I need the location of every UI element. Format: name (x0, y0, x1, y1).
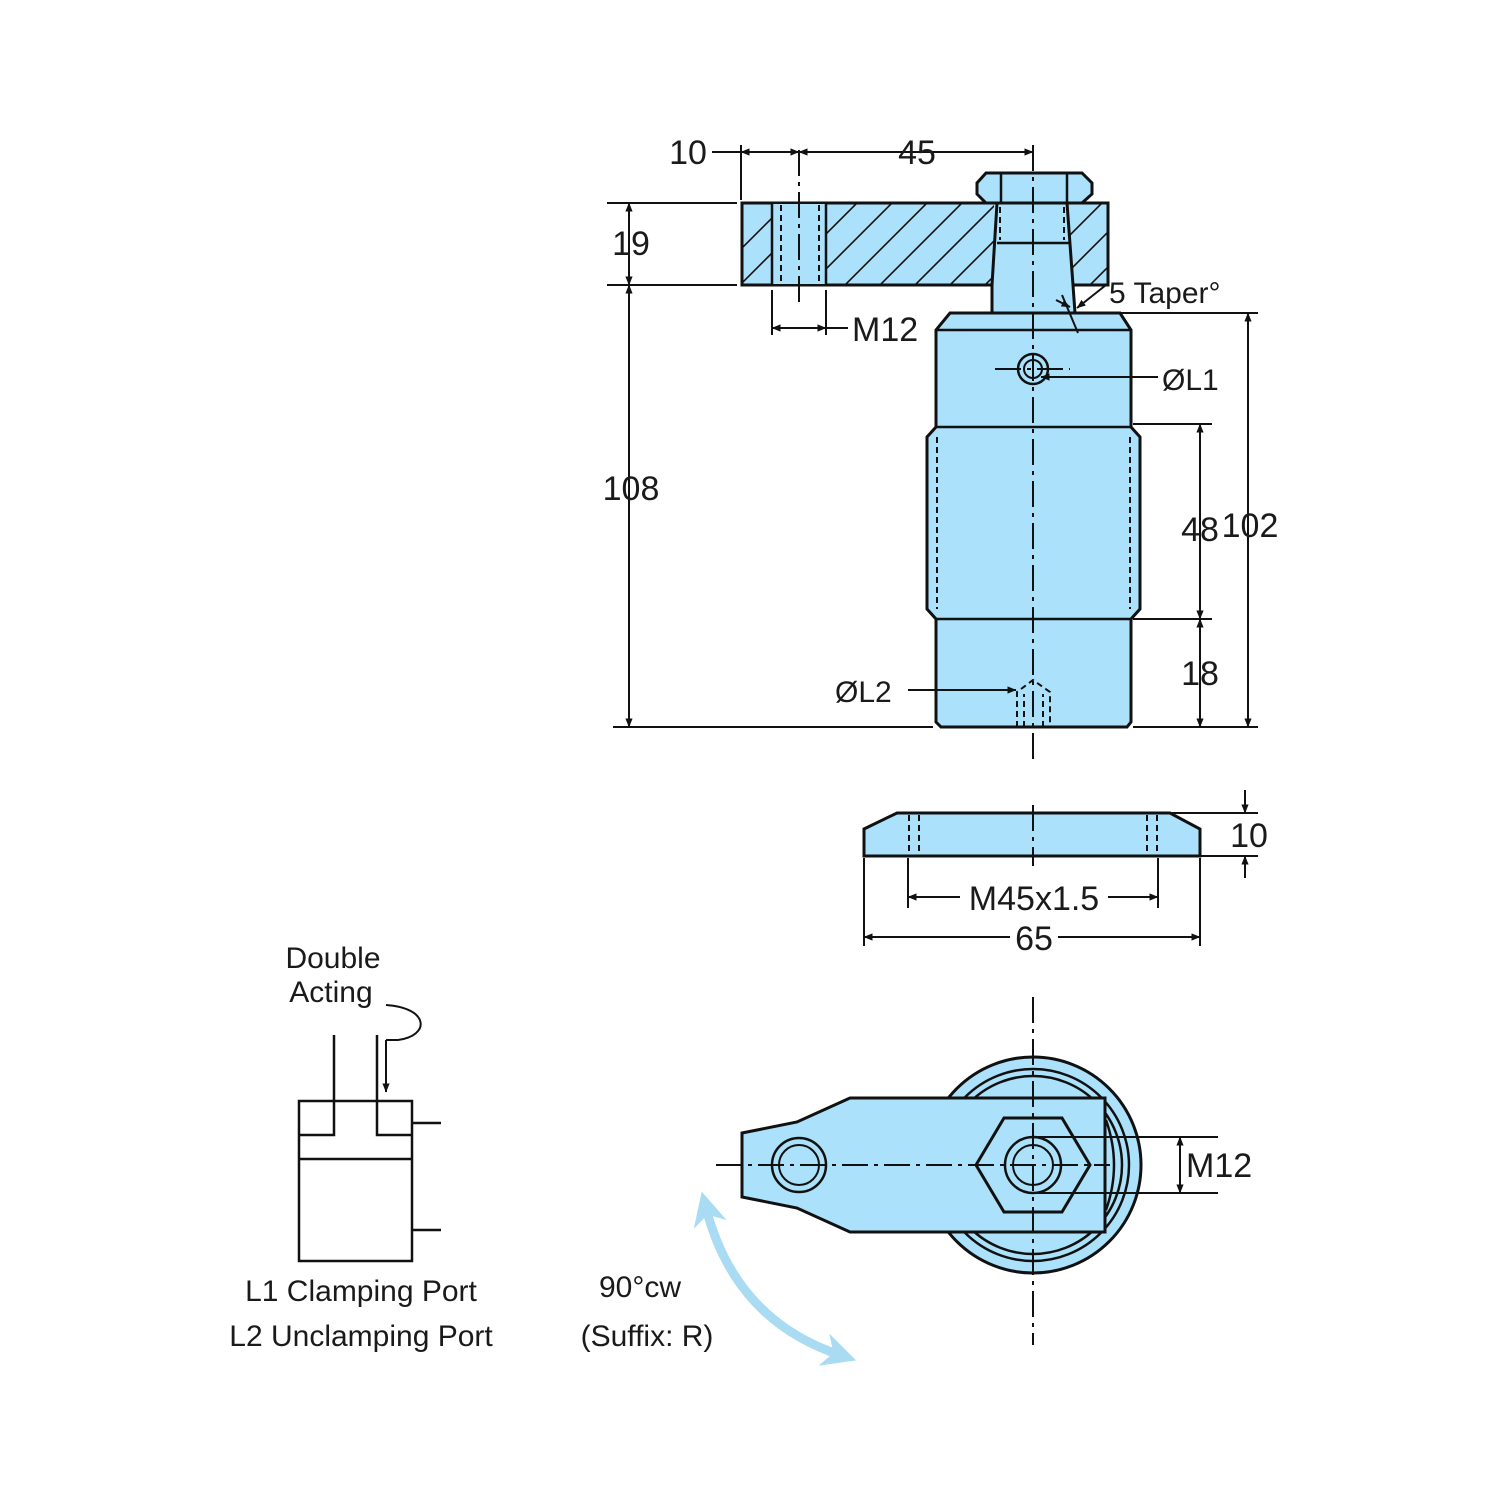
nut-width-label: 65 (1015, 920, 1053, 958)
dim-arm-offset-label: 10 (669, 134, 707, 172)
dim-body-height-label: 102 (1222, 507, 1279, 545)
schematic-title-line1: Double (285, 942, 380, 975)
rotation-label: 90°cw (599, 1271, 681, 1304)
dim-total-height-label: 108 (603, 470, 660, 508)
dim-arm-thickness-label: 19 (612, 225, 650, 263)
dim-thread-length-label: 48 (1181, 511, 1219, 549)
nut-view: 10 M45x1.5 65 (862, 790, 1268, 958)
schematic-title-line2: Acting (289, 976, 372, 1009)
legend-l1: L1 Clamping Port (245, 1275, 477, 1308)
nut-thickness-label: 10 (1230, 817, 1268, 855)
top-nut (975, 171, 1094, 205)
dim-arm-length-label: 45 (898, 134, 936, 172)
port-l2-label: ØL2 (835, 676, 892, 709)
taper-label: 5 Taper° (1109, 277, 1221, 310)
legend-l2: L2 Unclamping Port (229, 1320, 493, 1353)
cylinder-symbol (297, 1099, 414, 1263)
port-l2-icon (1016, 678, 1051, 727)
top-thread-label: M12 (1186, 1147, 1252, 1185)
dim-base-length-label: 18 (1181, 655, 1219, 693)
rotation-arrow-icon (693, 1191, 857, 1366)
arm-thread-label: M12 (852, 311, 918, 349)
port-l1-label: ØL1 (1162, 364, 1219, 397)
hydraulic-schematic: Double Acting L1 Clamping Port L2 Unclam… (229, 942, 493, 1353)
top-view: M12 90°cw (Suffix: R) (581, 997, 1252, 1366)
suffix-label: (Suffix: R) (581, 1320, 714, 1353)
nut-thread-label: M45x1.5 (969, 880, 1099, 918)
side-view: 10 45 19 108 M12 5 Taper° ØL1 ØL2 48 102… (603, 134, 1279, 765)
